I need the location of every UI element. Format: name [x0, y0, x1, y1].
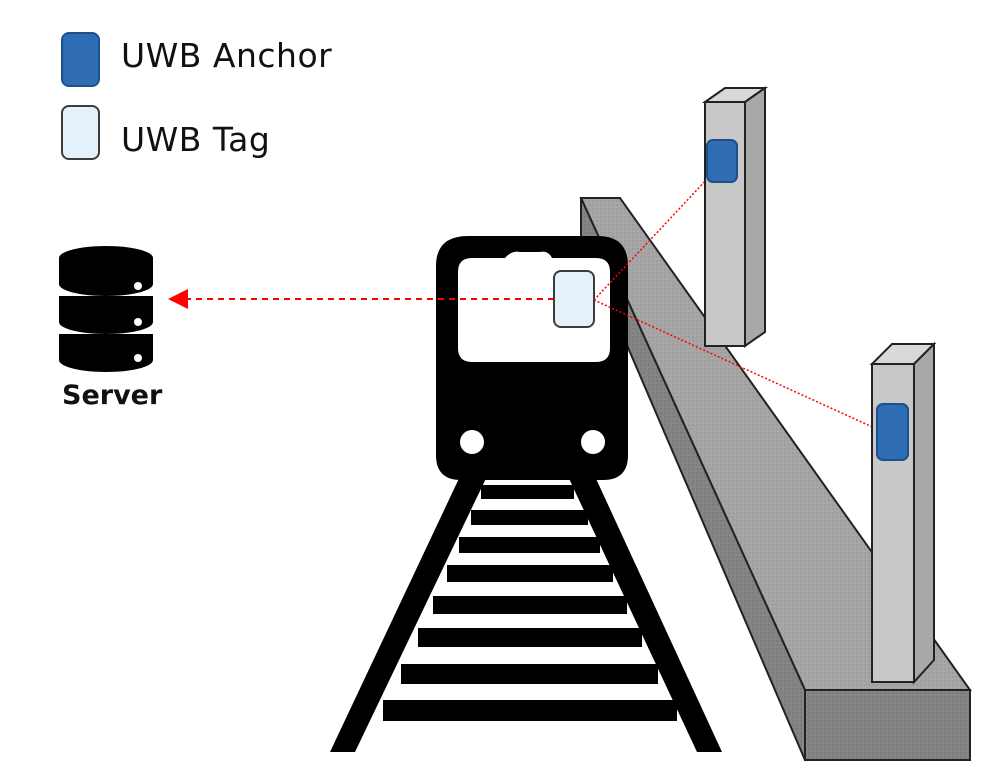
- uwb-anchor-2: [876, 403, 909, 461]
- train: [436, 236, 628, 480]
- legend-tag-label: UWB Tag: [121, 120, 271, 159]
- pillar-2: [869, 341, 937, 685]
- signal-line-anchor-2: [593, 299, 880, 431]
- server-label: Server: [62, 380, 163, 411]
- pillar-1: [701, 86, 769, 348]
- database-icon: [59, 246, 153, 372]
- legend-tag-swatch: [61, 105, 100, 160]
- legend-anchor-label: UWB Anchor: [121, 36, 333, 75]
- railway-track: [330, 470, 722, 752]
- signal-lines: [168, 162, 880, 431]
- train-headlight-right: [581, 430, 605, 454]
- uwb-anchor-1: [706, 139, 738, 183]
- train-headlight-left: [460, 430, 484, 454]
- signal-line-anchor-1: [593, 162, 723, 301]
- platform-front-face: [804, 689, 971, 761]
- uwb-tag: [553, 270, 595, 328]
- legend-anchor-swatch: [61, 32, 100, 87]
